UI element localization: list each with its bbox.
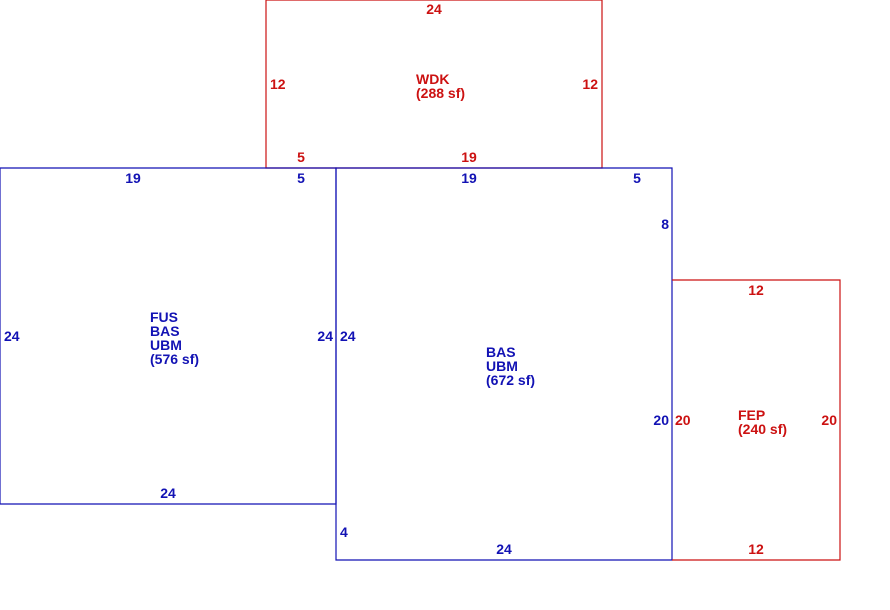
fep-dim-right: 20 bbox=[821, 412, 837, 428]
bas-dim-top: 19 bbox=[461, 170, 477, 186]
fus-dim-top-right: 5 bbox=[297, 170, 305, 186]
fep-dim-top: 12 bbox=[748, 282, 764, 298]
wdk-dim-left: 12 bbox=[270, 76, 286, 92]
wdk-dim-top: 24 bbox=[426, 1, 442, 17]
fep-outline bbox=[672, 279, 841, 561]
fep-dim-left: 20 bbox=[675, 412, 691, 428]
fus-dim-left: 24 bbox=[4, 328, 20, 344]
bas-dim-right-upper: 8 bbox=[661, 216, 669, 232]
fus-code-2: BAS bbox=[150, 323, 180, 339]
wdk-area-value: (288 sf) bbox=[416, 85, 465, 101]
bas-code-2: UBM bbox=[486, 358, 518, 374]
fep-dim-bottom: 12 bbox=[748, 541, 764, 557]
bas-area: 19 5 8 24 20 4 24 BAS UBM (672 sf) bbox=[335, 167, 673, 561]
bas-dim-right-lower: 20 bbox=[653, 412, 669, 428]
fep-area-value: (240 sf) bbox=[738, 421, 787, 437]
fep-area: 12 20 20 12 FEP (240 sf) bbox=[672, 279, 841, 561]
wdk-dim-bottom-left: 5 bbox=[297, 149, 305, 165]
wdk-dim-right: 12 bbox=[582, 76, 598, 92]
bas-dim-top-right: 5 bbox=[633, 170, 641, 186]
wdk-name: WDK bbox=[416, 71, 449, 87]
bas-code-1: BAS bbox=[486, 344, 516, 360]
fus-dim-right: 24 bbox=[317, 328, 333, 344]
bas-dim-bottom: 24 bbox=[496, 541, 512, 557]
fus-area-value: (576 sf) bbox=[150, 351, 199, 367]
fus-code-3: UBM bbox=[150, 337, 182, 353]
bas-dim-left: 24 bbox=[340, 328, 356, 344]
fep-name: FEP bbox=[738, 407, 765, 423]
fus-area: 19 5 24 24 24 FUS BAS UBM (576 sf) bbox=[0, 167, 337, 505]
wdk-dim-bottom-mid: 19 bbox=[461, 149, 477, 165]
bas-dim-bottom-left: 4 bbox=[340, 524, 348, 540]
wdk-area: 24 12 12 5 19 WDK (288 sf) bbox=[265, 0, 603, 169]
fus-dim-bottom: 24 bbox=[160, 485, 176, 501]
bas-area-value: (672 sf) bbox=[486, 372, 535, 388]
fus-dim-top: 19 bbox=[125, 170, 141, 186]
fus-code-1: FUS bbox=[150, 309, 178, 325]
